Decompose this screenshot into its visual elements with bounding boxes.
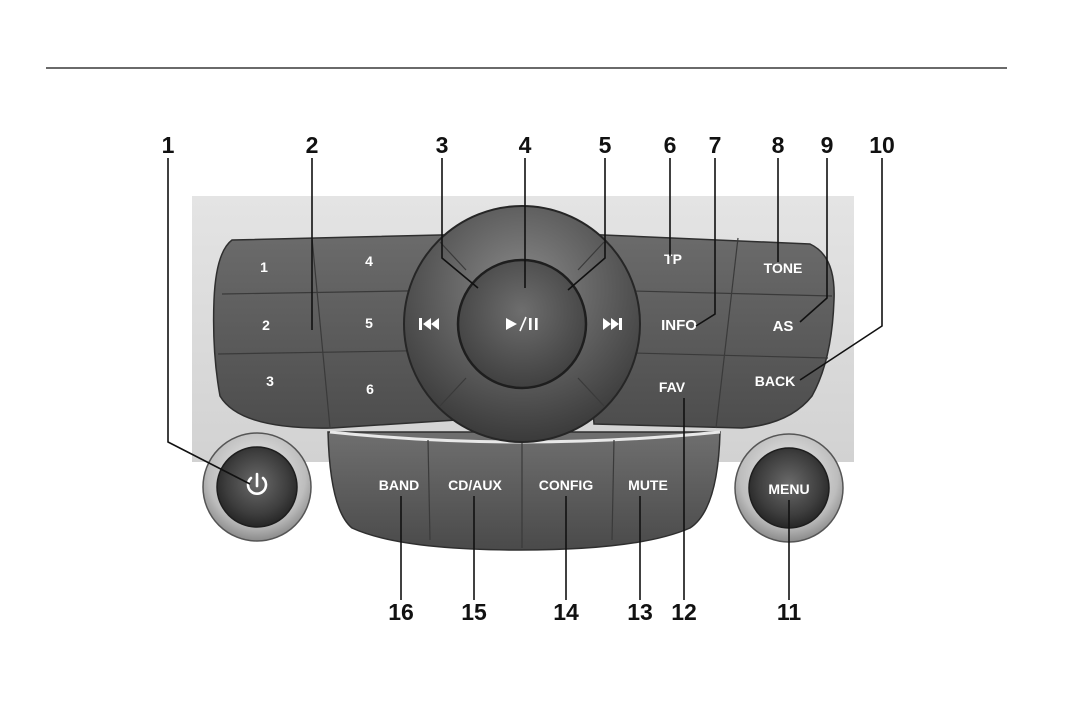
bottom-callouts: 16 15 14 13 12 11 [388,599,801,625]
preset-2-label[interactable]: 2 [262,317,270,333]
preset-3-label[interactable]: 3 [266,373,274,389]
callout-14: 14 [553,599,579,625]
callout-1: 1 [162,132,175,158]
fav-label[interactable]: FAV [659,379,686,395]
power-knob[interactable] [203,433,311,541]
preset-5-label[interactable]: 5 [365,315,373,331]
menu-label[interactable]: MENU [768,481,809,497]
callout-13: 13 [627,599,653,625]
callout-2: 2 [306,132,319,158]
preset-4-label[interactable]: 4 [365,253,373,269]
callout-3: 3 [436,132,449,158]
callout-6: 6 [664,132,677,158]
cd-aux-label[interactable]: CD/AUX [448,477,502,493]
callout-10: 10 [869,132,895,158]
callout-16: 16 [388,599,414,625]
back-label[interactable]: BACK [755,373,795,389]
tone-label[interactable]: TONE [764,260,803,276]
callout-7: 7 [709,132,722,158]
mute-label[interactable]: MUTE [628,477,668,493]
callout-8: 8 [772,132,785,158]
band-label[interactable]: BAND [379,477,419,493]
callout-4: 4 [519,132,532,158]
preset-6-label[interactable]: 6 [366,381,374,397]
callout-9: 9 [821,132,834,158]
callout-15: 15 [461,599,487,625]
play-pause-button[interactable] [458,260,586,388]
preset-1-label[interactable]: 1 [260,259,268,275]
callout-11: 11 [777,599,802,625]
top-callouts: 1 2 3 4 5 6 7 8 9 10 [162,132,895,158]
info-label[interactable]: INFO [661,317,697,334]
config-label[interactable]: CONFIG [539,477,594,493]
tp-label[interactable]: TP [664,251,682,267]
as-label[interactable]: AS [773,318,794,335]
callout-5: 5 [599,132,612,158]
callout-12: 12 [671,599,697,625]
